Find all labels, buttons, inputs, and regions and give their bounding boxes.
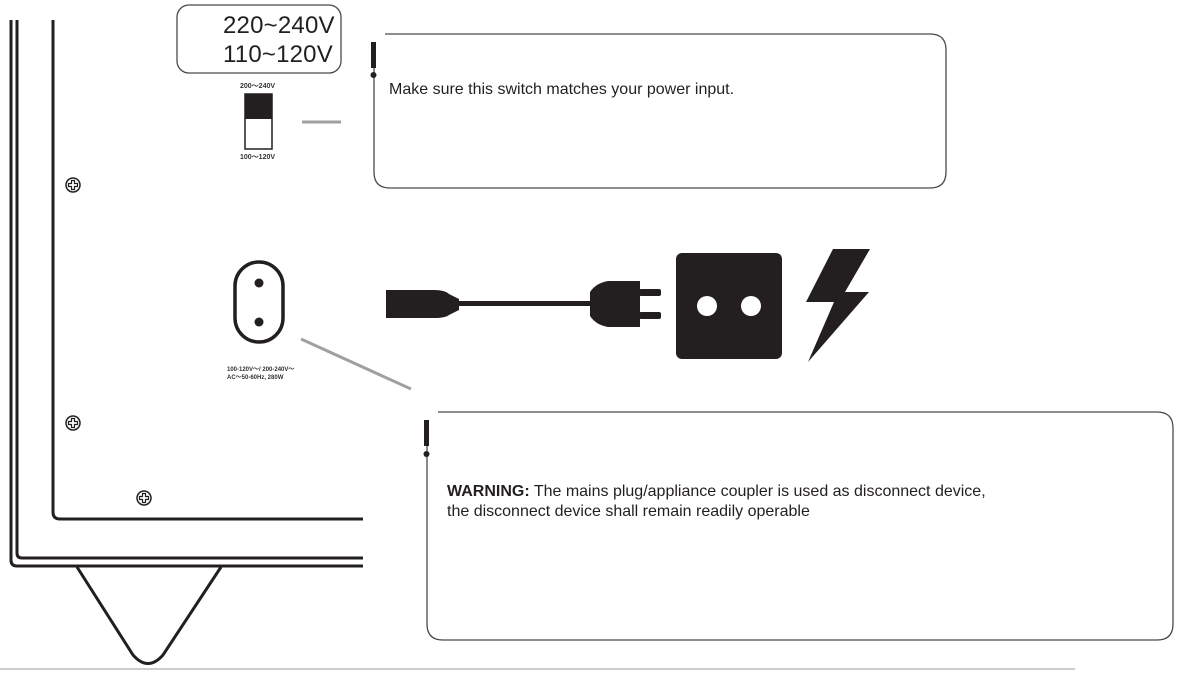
frame-outer-line <box>9 20 363 568</box>
switch-bottom-label: 100～120V <box>240 154 276 161</box>
exclamation-icon <box>423 420 430 457</box>
voltage-option-low: 110~120V <box>223 41 333 68</box>
voltage-options-box <box>176 4 342 74</box>
screw-icon <box>65 415 81 431</box>
switch-callout-box <box>373 33 947 189</box>
device-frame <box>9 20 363 568</box>
switch-callout-text: Make sure this switch matches your power… <box>389 81 735 98</box>
exclamation-icon <box>370 42 377 78</box>
warning-text-line2: the disconnect device shall remain readi… <box>447 503 810 520</box>
warning-label: WARNING: <box>447 483 530 500</box>
switch-toggle <box>245 94 272 119</box>
frame-inner-panel <box>51 20 363 521</box>
power-spec-line2: AC～50-60Hz, 280W <box>227 375 284 381</box>
screw-icon <box>136 490 152 506</box>
power-cord-icon <box>386 281 661 327</box>
switch-top-label: 200～240V <box>240 83 276 90</box>
stand-foot <box>75 566 223 665</box>
ac-inlet-icon <box>233 260 285 344</box>
voltage-selector-switch <box>244 93 273 150</box>
screw-icon <box>65 177 81 193</box>
socket-callout-connector <box>300 337 412 391</box>
voltage-option-high: 220~240V <box>223 12 335 39</box>
warning-text-line1: WARNING: The mains plug/appliance couple… <box>447 482 986 502</box>
wall-outlet-icon <box>676 253 782 359</box>
lightning-bolt-icon <box>806 249 870 362</box>
warning-text-part1: The mains plug/appliance coupler is used… <box>529 483 986 500</box>
warning-callout-box <box>426 411 1174 641</box>
frame-middle-line <box>15 20 363 560</box>
power-spec-line1: 100-120V～/ 200-240V～ <box>227 367 295 373</box>
